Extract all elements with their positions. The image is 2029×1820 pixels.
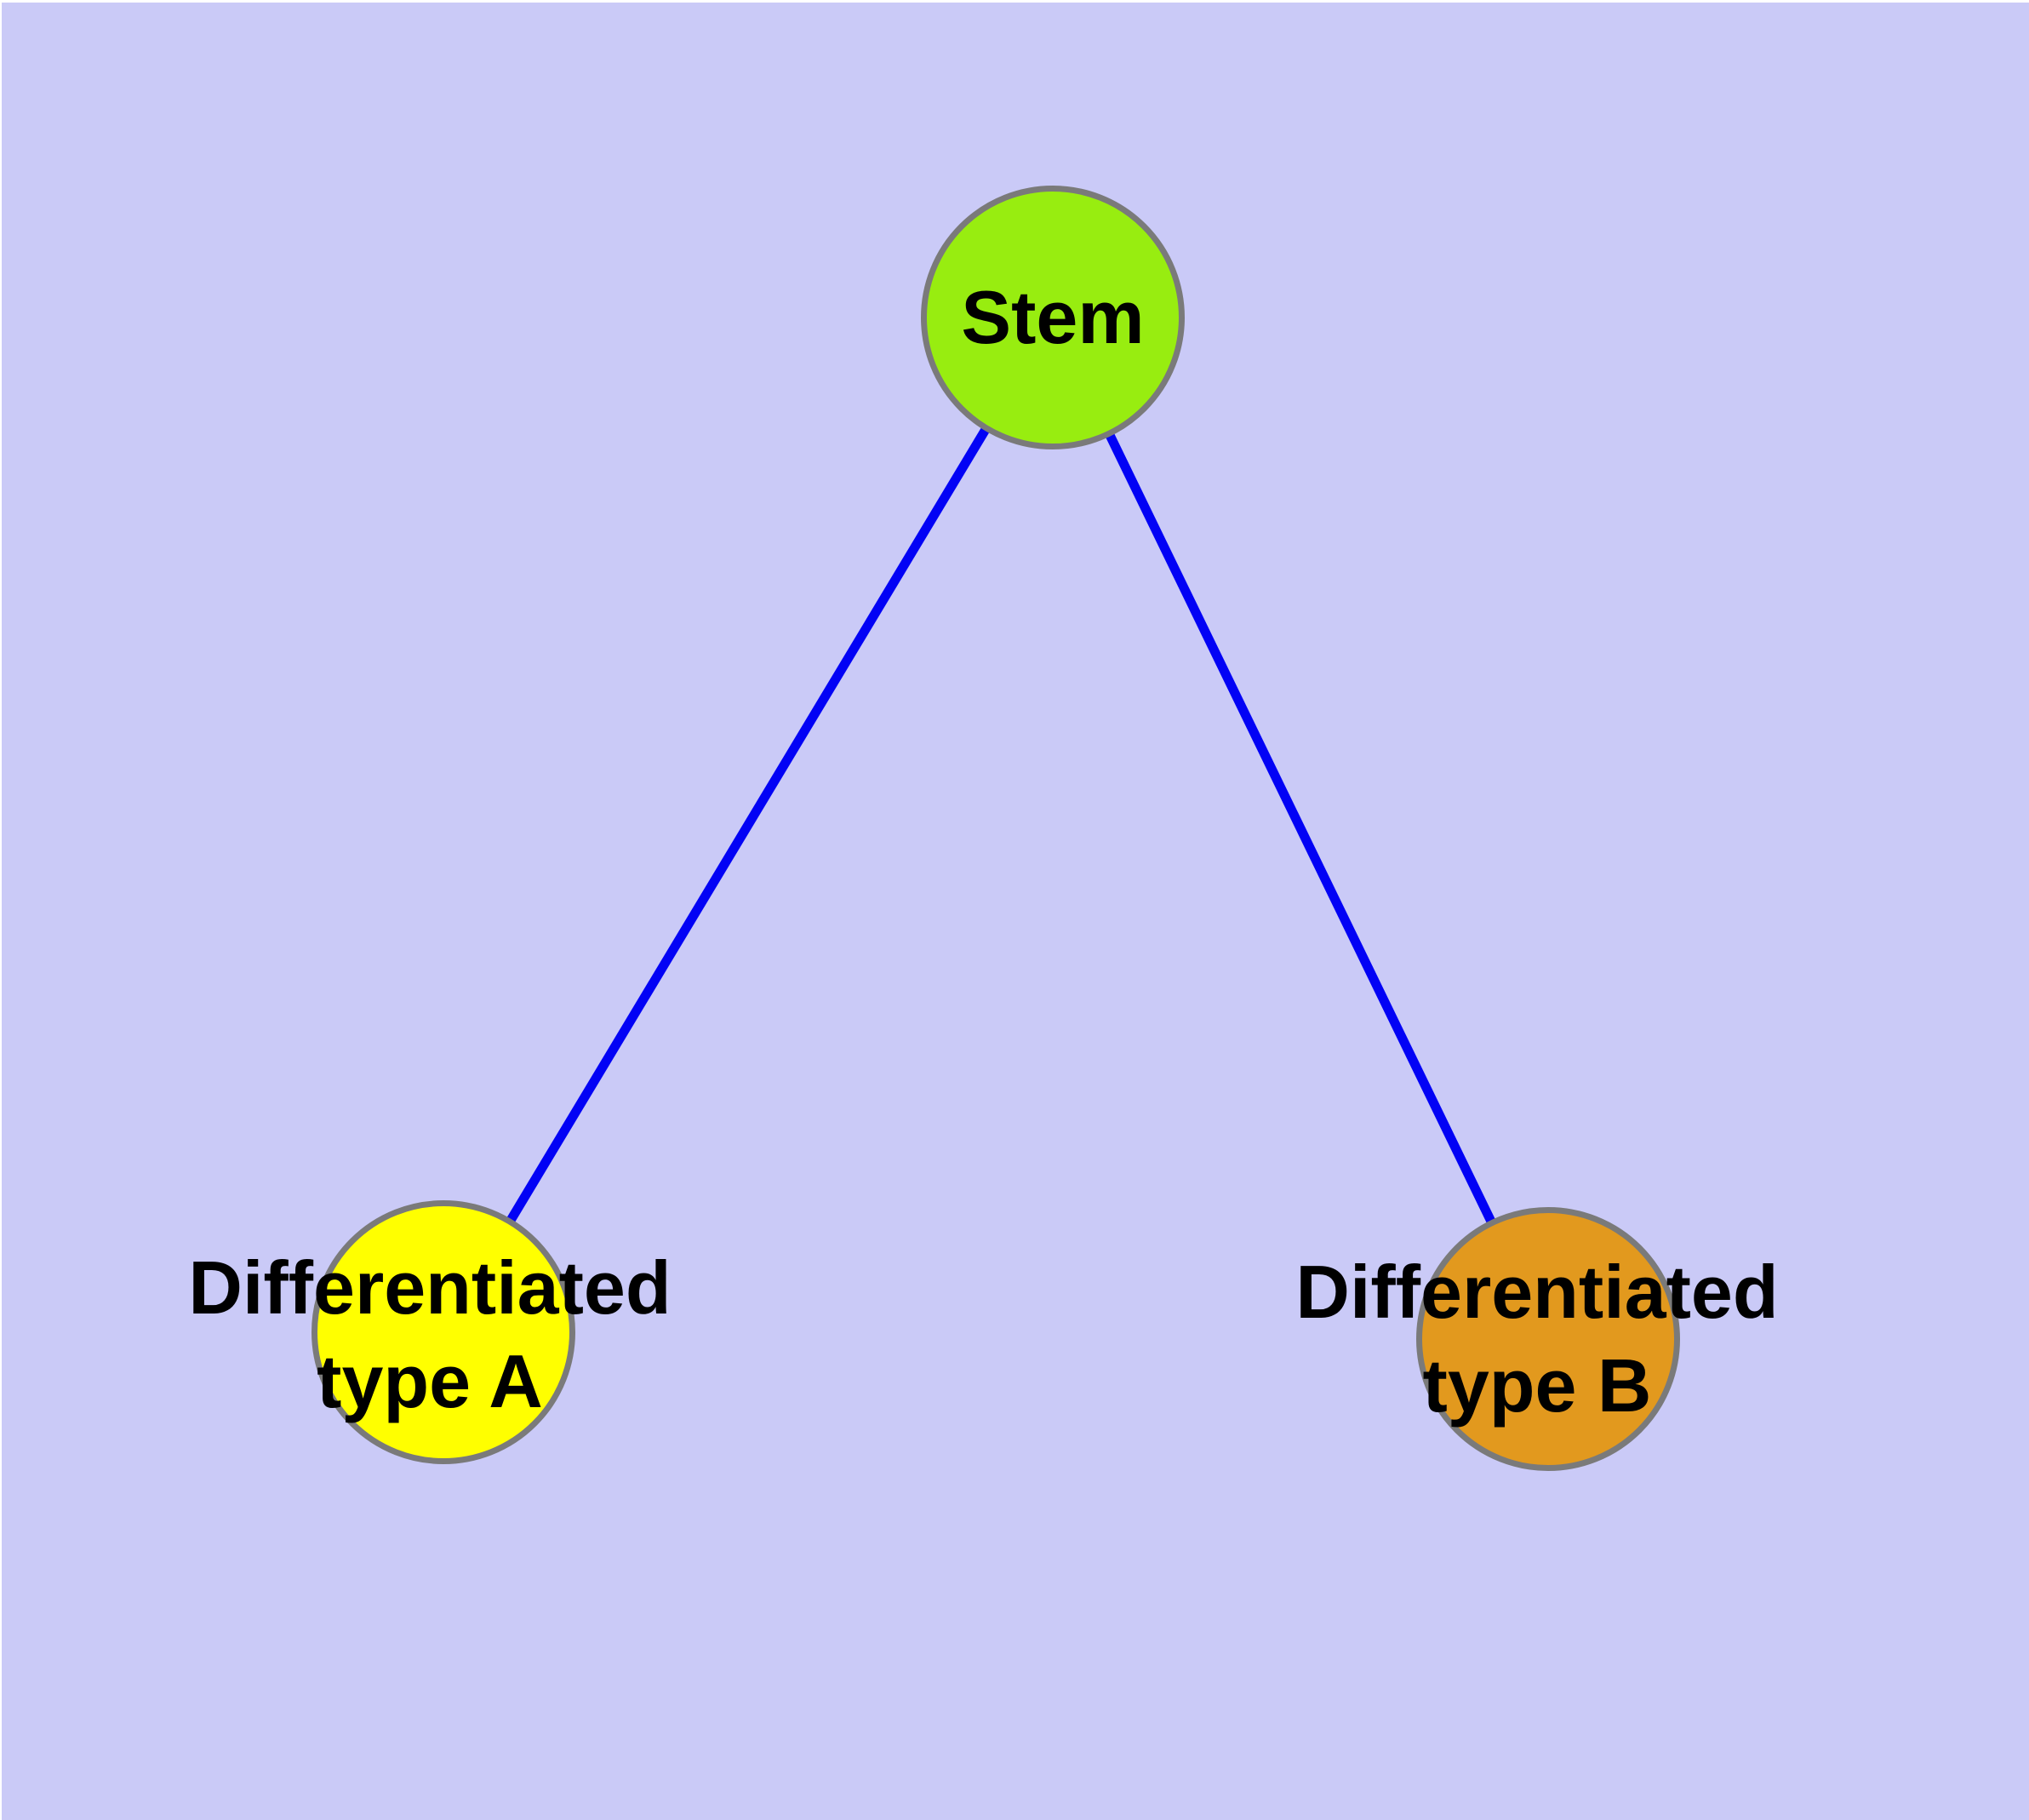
node-differentiated-type-b [1416, 1207, 1680, 1471]
node-label-line: Differentiated [188, 1245, 672, 1330]
edge-stem-to-type-b [1049, 315, 1552, 1342]
edge-stem-to-type-a [439, 315, 1057, 1335]
node-label-differentiated-type-b: Differentiated type B [1295, 1245, 1778, 1433]
node-label-stem: Stem [961, 271, 1144, 364]
node-stem [921, 186, 1185, 449]
node-label-differentiated-type-a: Differentiated type A [188, 1241, 671, 1428]
edges-layer [439, 315, 1552, 1342]
graph-canvas: Stem Differentiated type A Differentiate… [2, 3, 2029, 1820]
node-label-line: Differentiated [1295, 1250, 1779, 1334]
node-label-line: type A [317, 1339, 543, 1423]
node-differentiated-type-a [311, 1200, 575, 1464]
node-label-line: type B [1422, 1343, 1652, 1428]
node-label-line: Stem [961, 275, 1145, 359]
